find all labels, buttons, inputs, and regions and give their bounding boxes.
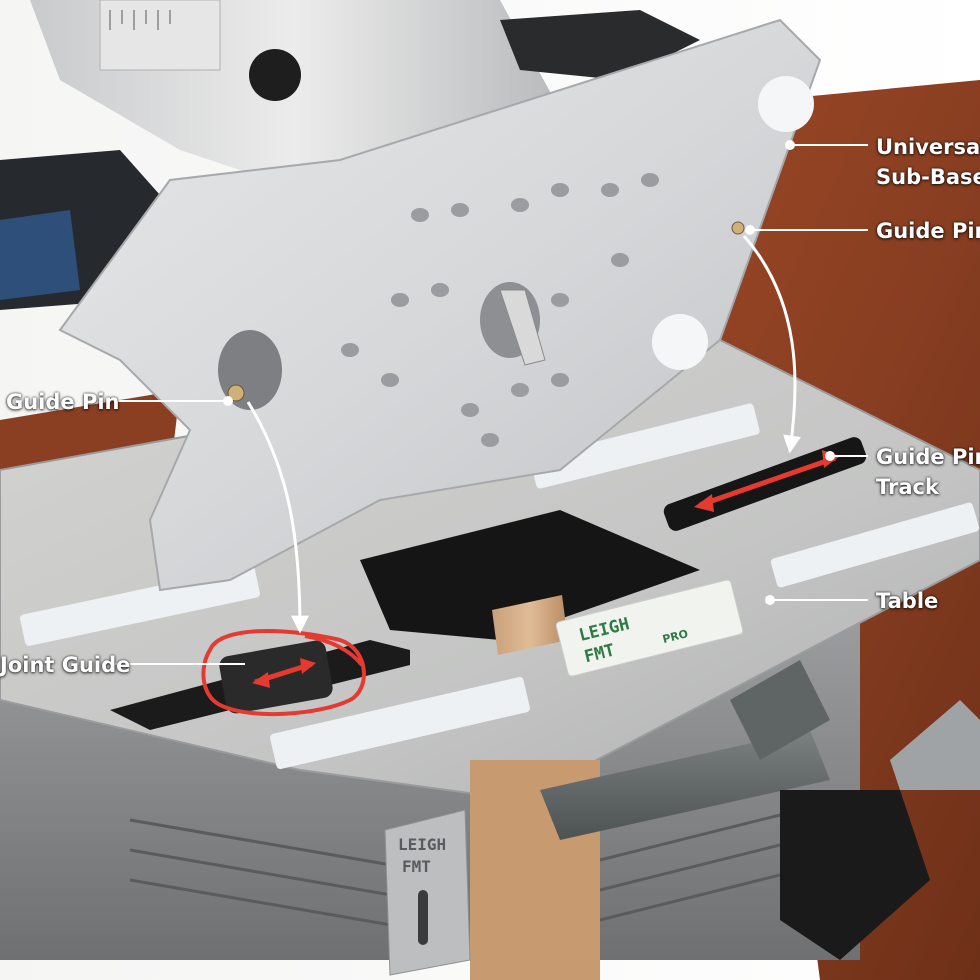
second-clamp xyxy=(890,700,980,790)
label-guide-pin-track-line1: Guide Pin xyxy=(876,445,980,469)
front-logo-line2: FMT xyxy=(402,857,431,876)
depth-scale xyxy=(99,0,221,71)
router-handle-blue xyxy=(0,210,80,300)
label-joint-guide: Joint Guide xyxy=(0,653,131,677)
track-red-arrowhead-1 xyxy=(694,494,714,512)
router-bit xyxy=(499,289,546,366)
depth-scale-ticks xyxy=(109,10,171,30)
pad-1 xyxy=(530,403,760,489)
sub-base-white-pad-bottom xyxy=(652,314,708,370)
pin-path-arrow-left xyxy=(246,401,309,634)
label-table: Table xyxy=(876,589,939,613)
fixture-base xyxy=(0,620,860,960)
joint-guide-red-arrowhead-1 xyxy=(252,672,270,688)
label-guide-pin-track: Guide Pin Track xyxy=(876,442,980,502)
router-knob xyxy=(249,49,301,101)
guide-pin-left xyxy=(227,384,245,402)
track-red-arrow xyxy=(699,455,836,508)
pin-path-arrow-right xyxy=(742,235,801,454)
sub-base-holes xyxy=(341,173,659,447)
sub-base-white-pad-top xyxy=(758,76,814,132)
label-universal-sub-base-line2: Sub-Base xyxy=(876,165,980,189)
guide-pin-right xyxy=(731,221,745,235)
pad-3 xyxy=(270,677,530,769)
joint-guide-red-arrowhead-2 xyxy=(300,658,316,674)
table-cutout xyxy=(360,510,700,640)
pad-2 xyxy=(770,502,980,588)
table-logo-plate: LEIGH FMT PRO xyxy=(555,579,744,677)
joint-guide-highlight-ring xyxy=(201,629,366,717)
label-universal-sub-base: Universal Sub-Base xyxy=(876,132,980,192)
clamp-handle xyxy=(540,730,830,840)
pad-4 xyxy=(20,566,260,646)
clamp-arm xyxy=(730,660,830,760)
front-logo-line1: LEIGH xyxy=(398,835,446,854)
leader-lines xyxy=(110,140,868,665)
sub-base-plate xyxy=(58,18,822,592)
label-guide-pin-track-line2: Track xyxy=(876,475,939,499)
table-logo-line3: PRO xyxy=(661,627,689,646)
workpiece-dowel xyxy=(492,595,568,655)
label-guide-pin-left: Guide Pin xyxy=(6,390,120,414)
clamp-knob xyxy=(780,790,930,960)
label-guide-pin-right: Guide Pin xyxy=(876,219,980,243)
joint-guide-curved-arrow xyxy=(304,634,364,667)
label-universal-sub-base-line1: Universal xyxy=(876,135,980,159)
front-logo-plate: LEIGH FMT xyxy=(384,809,471,976)
